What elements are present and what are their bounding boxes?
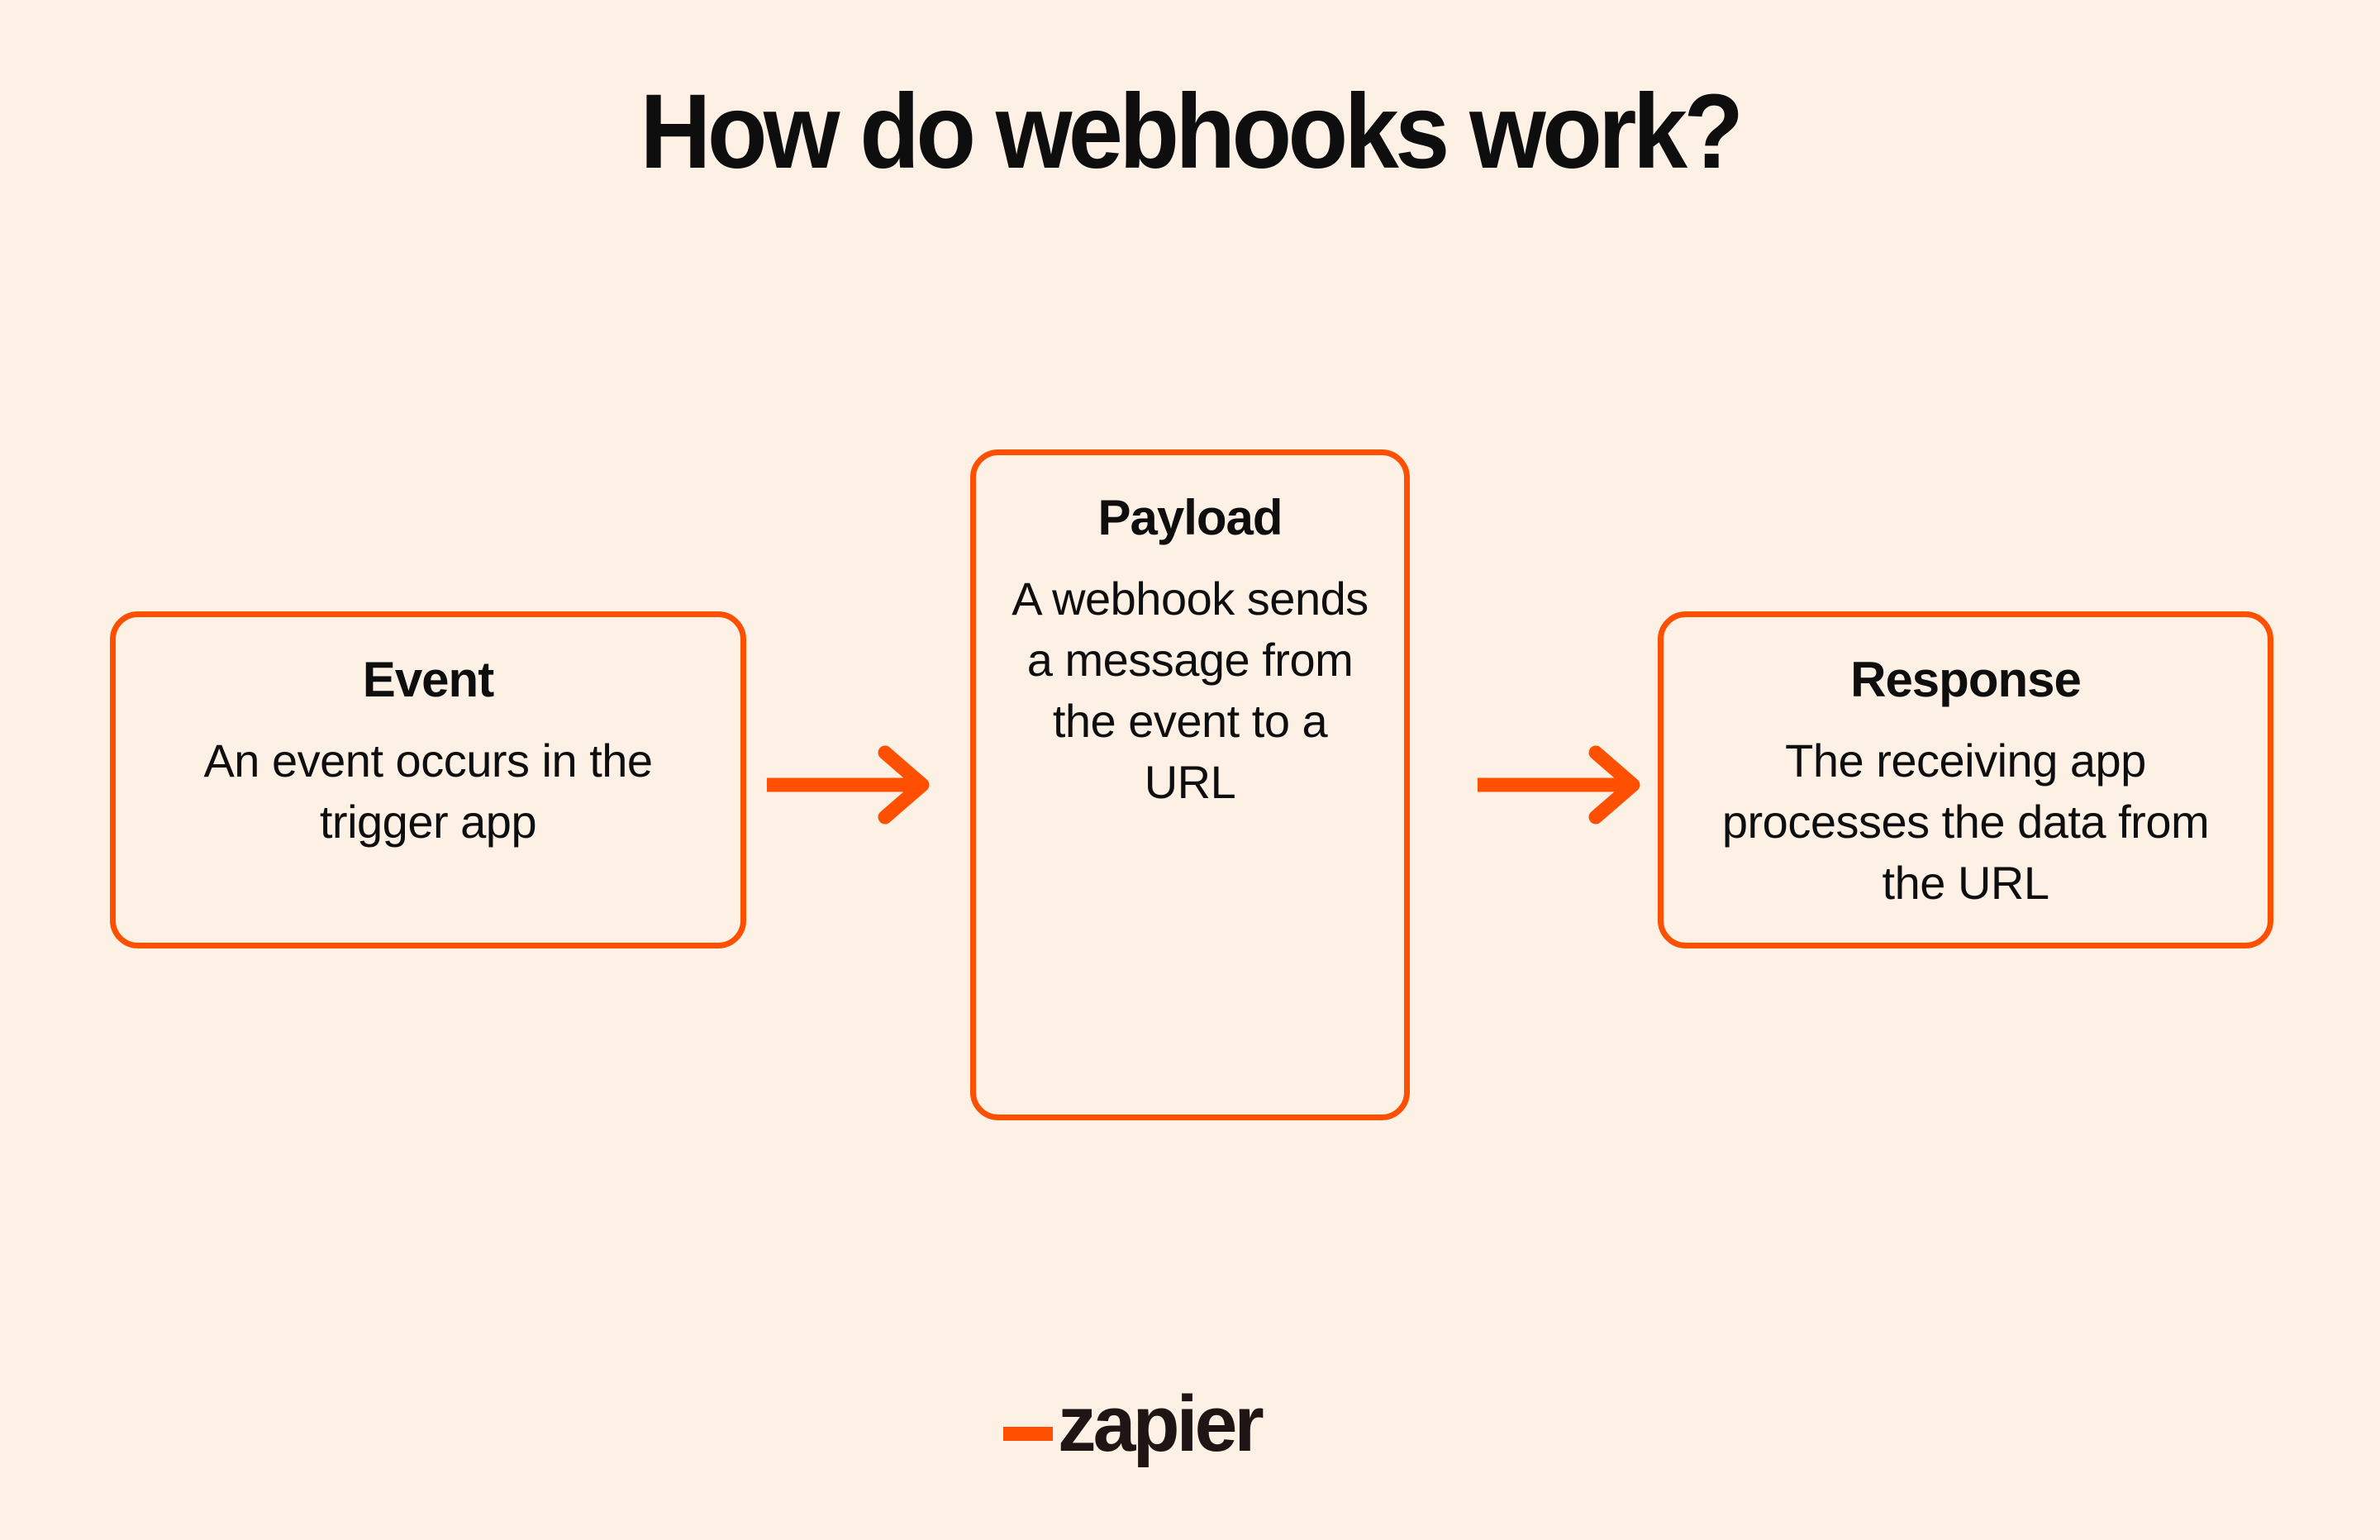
- flow-step-response-title: Response: [1850, 652, 2082, 707]
- zapier-logo: zapier: [1003, 1375, 1267, 1469]
- zapier-wordmark: zapier: [1058, 1380, 1264, 1469]
- flow-step-event-title: Event: [362, 652, 494, 707]
- flow-step-event-body: An event occurs in the trigger app: [203, 734, 653, 848]
- page-title: How do webhooks work?: [640, 73, 1745, 191]
- arrow-right-icon: [1471, 744, 1648, 826]
- flow-step-response-body: The receiving app processes the data fro…: [1721, 734, 2210, 909]
- flow-step-payload-body: A webhook sends a message from the event…: [1011, 573, 1368, 808]
- zapier-dash-icon: [1003, 1427, 1053, 1441]
- arrow-right-icon: [760, 744, 937, 826]
- flow-step-response: Response The receiving app processes the…: [1658, 611, 2273, 948]
- flow-step-payload-title: Payload: [1097, 490, 1283, 545]
- flow-step-event: Event An event occurs in the trigger app: [110, 611, 746, 948]
- flow-step-payload: Payload A webhook sends a message from t…: [970, 449, 1410, 1120]
